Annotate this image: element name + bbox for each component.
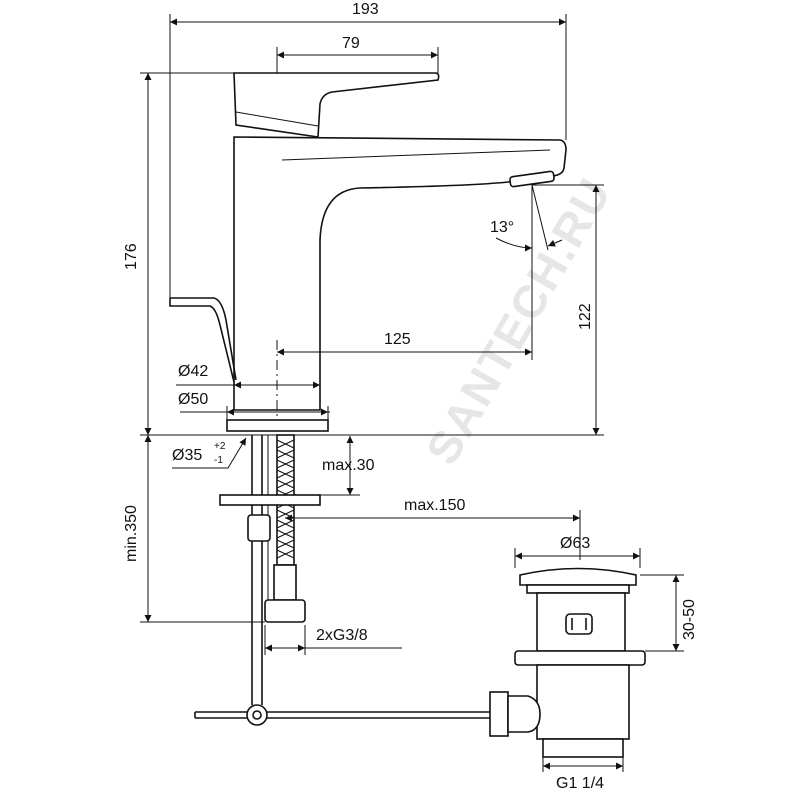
aerator — [509, 170, 555, 188]
side-lever-lower — [169, 298, 235, 383]
connection-nut — [264, 599, 306, 623]
fixing-nut — [247, 514, 271, 542]
dim-max-rod-offset: max.150 — [404, 497, 465, 514]
waste-tail — [536, 664, 630, 740]
fixing-plate — [219, 494, 321, 506]
spout-highlight — [281, 149, 551, 161]
dim-min-hose-length: min.350 — [123, 505, 140, 562]
dim-overall-length: 193 — [352, 1, 379, 18]
dim-waste-thread: G1 1/4 — [556, 775, 604, 792]
dim-hole-tol-plus: +2 — [214, 441, 226, 452]
rod-clamp — [246, 704, 268, 726]
dim-max-deck-thickness: max.30 — [322, 457, 375, 474]
handle-edge — [235, 111, 319, 127]
dim-spray-angle: 13° — [490, 219, 514, 236]
dim-base-diameter: Ø50 — [178, 391, 208, 408]
faucet-body — [233, 136, 567, 411]
dim-body-diameter: Ø42 — [178, 363, 208, 380]
dim-hole-diameter: Ø35 — [172, 447, 202, 464]
rod-housing — [507, 695, 541, 733]
dim-handle-length: 79 — [342, 35, 360, 52]
waste-thread — [542, 738, 624, 758]
dim-waste-adjust: 30-50 — [681, 599, 698, 640]
dim-overall-height: 176 — [123, 243, 140, 270]
waste-nut — [514, 650, 646, 666]
hose-ferrule — [273, 564, 297, 601]
waste-flange — [526, 584, 630, 594]
waste-cap — [519, 567, 637, 586]
side-lever — [170, 297, 237, 381]
dim-hole-tol-minus: -1 — [214, 455, 223, 466]
rod-seal-nut — [489, 691, 509, 737]
dim-connections: 2xG3/8 — [316, 627, 368, 644]
dim-waste-cap-diameter: Ø63 — [560, 535, 590, 552]
waste-overflow-slot — [565, 613, 593, 635]
faucet-handle — [233, 72, 440, 138]
base-plate — [226, 419, 329, 432]
dim-spout-height: 122 — [577, 303, 594, 330]
dim-spout-reach: 125 — [384, 331, 411, 348]
